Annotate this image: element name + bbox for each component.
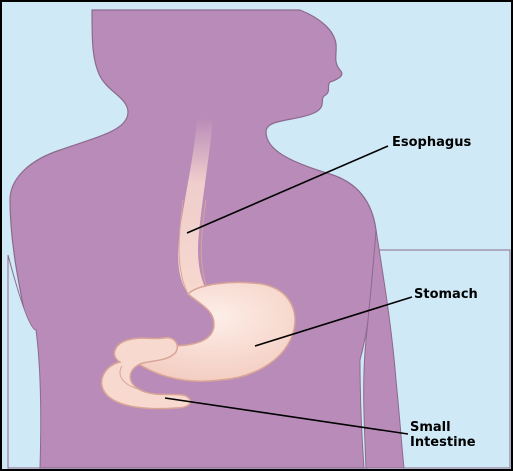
label-small-intestine-line2: Intestine (410, 435, 476, 450)
label-small-intestine-line1: Small (410, 420, 476, 435)
label-small-intestine: Small Intestine (410, 420, 476, 450)
label-esophagus: Esophagus (392, 135, 471, 150)
label-stomach: Stomach (414, 287, 478, 302)
